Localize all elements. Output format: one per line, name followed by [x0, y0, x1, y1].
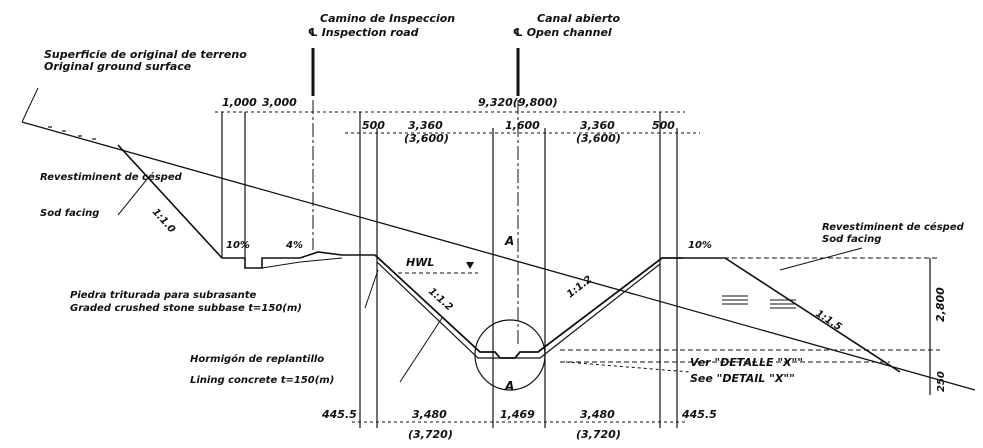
dim-bottom-edge-left: 445.5 — [321, 408, 357, 421]
channel-inner-line — [376, 261, 661, 359]
ground-hatching — [48, 126, 96, 140]
detail-label-es: Ver "DETALLE "X"" — [690, 356, 803, 369]
ground-label-en: Original ground surface — [44, 60, 192, 73]
slope-road: 4% — [285, 240, 303, 251]
dim-bottom-lower-left-alt: (3,720) — [408, 428, 453, 441]
dim-bottom-lower-left: 3,480 — [412, 408, 447, 421]
dim-top-total: 9,320(9,800) — [478, 96, 558, 109]
sod-right-label-en: Sod facing — [822, 234, 881, 245]
slope-inner-left: 1:1.2 — [426, 286, 455, 313]
channel-outer-line — [374, 254, 683, 359]
ground-label-es: Superficie de original de terreno — [44, 48, 247, 61]
canal-label-es: Canal abierto — [537, 12, 621, 25]
sod-left-label-en: Sod facing — [40, 208, 99, 219]
original-ground-line — [21, 121, 976, 391]
sod-hatch-symbol — [722, 295, 796, 309]
right-berm-slope — [683, 257, 901, 373]
hwl-label: HWL — [406, 256, 434, 269]
left-slope-berm-road — [117, 144, 375, 269]
top-extension-lines — [221, 112, 678, 428]
dim-vertical-height: 2,800 — [934, 287, 947, 322]
lining-leader — [399, 317, 443, 383]
dim-bottom-lower-right: 3,480 — [580, 408, 615, 421]
slope-inner-right: 1:1.2 — [565, 274, 594, 300]
subbase-label-es: Piedra triturada para subrasante — [70, 290, 257, 301]
slope-berm-right: 10% — [688, 240, 712, 251]
dim-top-road: 3,000 — [262, 96, 297, 109]
section-mark-top: A — [504, 234, 514, 248]
road-subbase-line — [261, 257, 343, 269]
dim-top-upper-left: 3,360 — [408, 119, 443, 132]
canal-label-en: ℄ Open channel — [513, 26, 612, 39]
dim-top-center: 1,600 — [505, 119, 540, 132]
slope-berm-left: 10% — [226, 240, 250, 251]
ground-leader — [21, 87, 39, 123]
dim-top-edge-left: 500 — [362, 119, 385, 132]
lining-label-es: Hormigón de replantillo — [190, 353, 324, 365]
hwl-triangle-icon — [466, 262, 474, 269]
road-label-en: ℄ Inspection road — [308, 26, 419, 39]
slope-right-fill: 1:1.5 — [813, 308, 843, 333]
sod-left-label-es: Revestiminent de césped — [40, 171, 183, 183]
dim-top-upper-left-alt: (3,600) — [404, 132, 449, 145]
dim-top-edge-right: 500 — [652, 119, 675, 132]
dim-vertical-bottom: 250 — [936, 371, 947, 392]
road-label-es: Camino de Inspeccion — [320, 12, 455, 25]
sod-left-leader — [117, 177, 149, 216]
subbase-label-en: Graded crushed stone subbase t=150(m) — [70, 303, 302, 314]
detail-leader — [565, 361, 691, 373]
lining-label-en: Lining concrete t=150(m) — [190, 375, 334, 386]
dim-top-upper-right-alt: (3,600) — [576, 132, 621, 145]
dim-bottom-lower-right-alt: (3,720) — [576, 428, 621, 441]
slope-left-fill: 1:1.0 — [150, 207, 177, 236]
sod-right-leader — [779, 247, 863, 271]
subbase-leader — [364, 269, 379, 309]
sod-right-label-es: Revestiminent de césped — [822, 221, 965, 233]
dim-bottom-center: 1,469 — [500, 408, 535, 421]
dim-top-berm: 1,000 — [222, 96, 257, 109]
dim-bottom-edge-right: 445.5 — [681, 408, 717, 421]
section-mark-bottom: A — [504, 379, 514, 393]
dim-top-upper-right: 3,360 — [580, 119, 615, 132]
detail-label-en: See "DETAIL "X"" — [690, 372, 795, 385]
